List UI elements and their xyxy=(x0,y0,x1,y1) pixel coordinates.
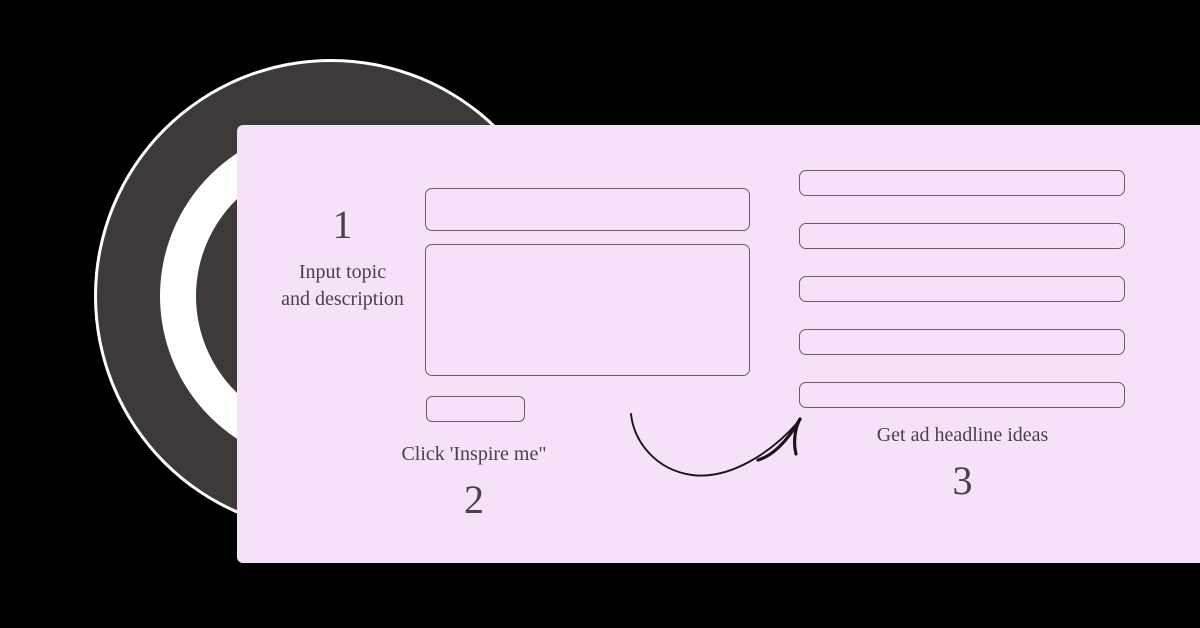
step-1-caption: Input topic and description xyxy=(255,259,430,313)
description-textarea[interactable] xyxy=(425,244,750,376)
step-2-block: Click 'Inspire me" 2 xyxy=(356,441,592,520)
result-item[interactable] xyxy=(799,170,1125,196)
curved-arrow-icon xyxy=(612,398,822,488)
result-item[interactable] xyxy=(799,276,1125,302)
topic-input[interactable] xyxy=(425,188,750,231)
step-1-caption-line-1: Input topic xyxy=(298,261,387,283)
step-1-block: 1 Input topic and description xyxy=(255,205,430,313)
step-3-caption: Get ad headline ideas xyxy=(876,424,1049,446)
step-3-number: 3 xyxy=(952,458,973,503)
step-2-caption: Click 'Inspire me" xyxy=(401,443,547,465)
step-1-number: 1 xyxy=(332,202,353,247)
step-2-number: 2 xyxy=(464,477,484,522)
result-item[interactable] xyxy=(799,223,1125,249)
result-item[interactable] xyxy=(799,329,1125,355)
step-3-block: Get ad headline ideas 3 xyxy=(830,422,1095,501)
result-item[interactable] xyxy=(799,382,1125,408)
inspire-me-button[interactable] xyxy=(426,396,525,422)
step-1-caption-line-2: and description xyxy=(281,288,404,310)
